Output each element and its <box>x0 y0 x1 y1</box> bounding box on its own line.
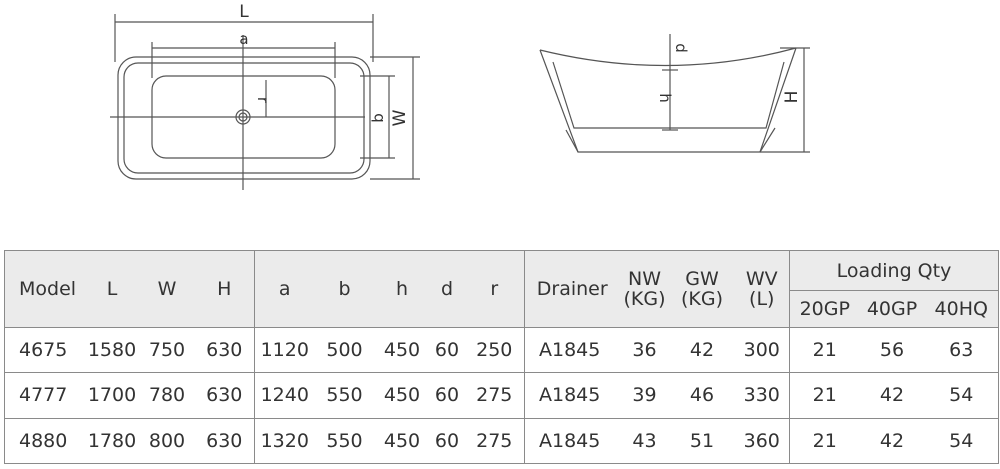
header-loading-qty: Loading Qty <box>789 249 1000 292</box>
header-d: d <box>429 250 465 328</box>
table-header-row: Model L W H a b h d r Drainer NW(KG) GW(… <box>4 249 1000 328</box>
header-drainer: Drainer <box>524 250 620 328</box>
label-a: a <box>239 30 248 48</box>
header-h: h <box>374 250 430 328</box>
side-view-body <box>539 47 797 153</box>
header-gw: GW(KG) <box>669 250 735 328</box>
label-d: d <box>672 43 690 53</box>
header-nw: NW(KG) <box>619 250 670 328</box>
label-W: W <box>390 109 410 126</box>
header-40hq: 40HQ <box>924 290 1000 328</box>
label-L: L <box>239 2 249 22</box>
header-L: L <box>84 250 140 328</box>
label-h: h <box>656 93 674 103</box>
header-20gp: 20GP <box>789 290 860 328</box>
drain-icon <box>235 109 251 125</box>
tub-outer-outline <box>117 56 371 180</box>
header-H: H <box>194 250 255 328</box>
header-wv: WV(L) <box>734 250 790 328</box>
label-r: r <box>254 97 272 104</box>
side-view-rim <box>539 47 797 67</box>
specification-table: Model L W H a b h d r Drainer NW(KG) GW(… <box>4 249 1000 465</box>
label-H: H <box>782 91 802 104</box>
table-row: 4880 1780 800 630 1320 550 450 60 275 A1… <box>4 417 1000 465</box>
header-model: Model <box>4 250 85 328</box>
header-40gp: 40GP <box>859 290 925 328</box>
header-a: a <box>254 250 315 328</box>
table-row: 4675 1580 750 630 1120 500 450 60 250 A1… <box>4 326 1000 374</box>
bathtub-technical-drawing: L a r b W d h H <box>110 2 810 190</box>
header-b: b <box>314 250 375 328</box>
header-W: W <box>139 250 195 328</box>
label-b: b <box>369 113 387 123</box>
table-subheader-row: 20GP 40GP 40HQ <box>5 290 1000 328</box>
header-r: r <box>464 250 525 328</box>
table-row: 4777 1700 780 630 1240 550 450 60 275 A1… <box>4 372 1000 419</box>
